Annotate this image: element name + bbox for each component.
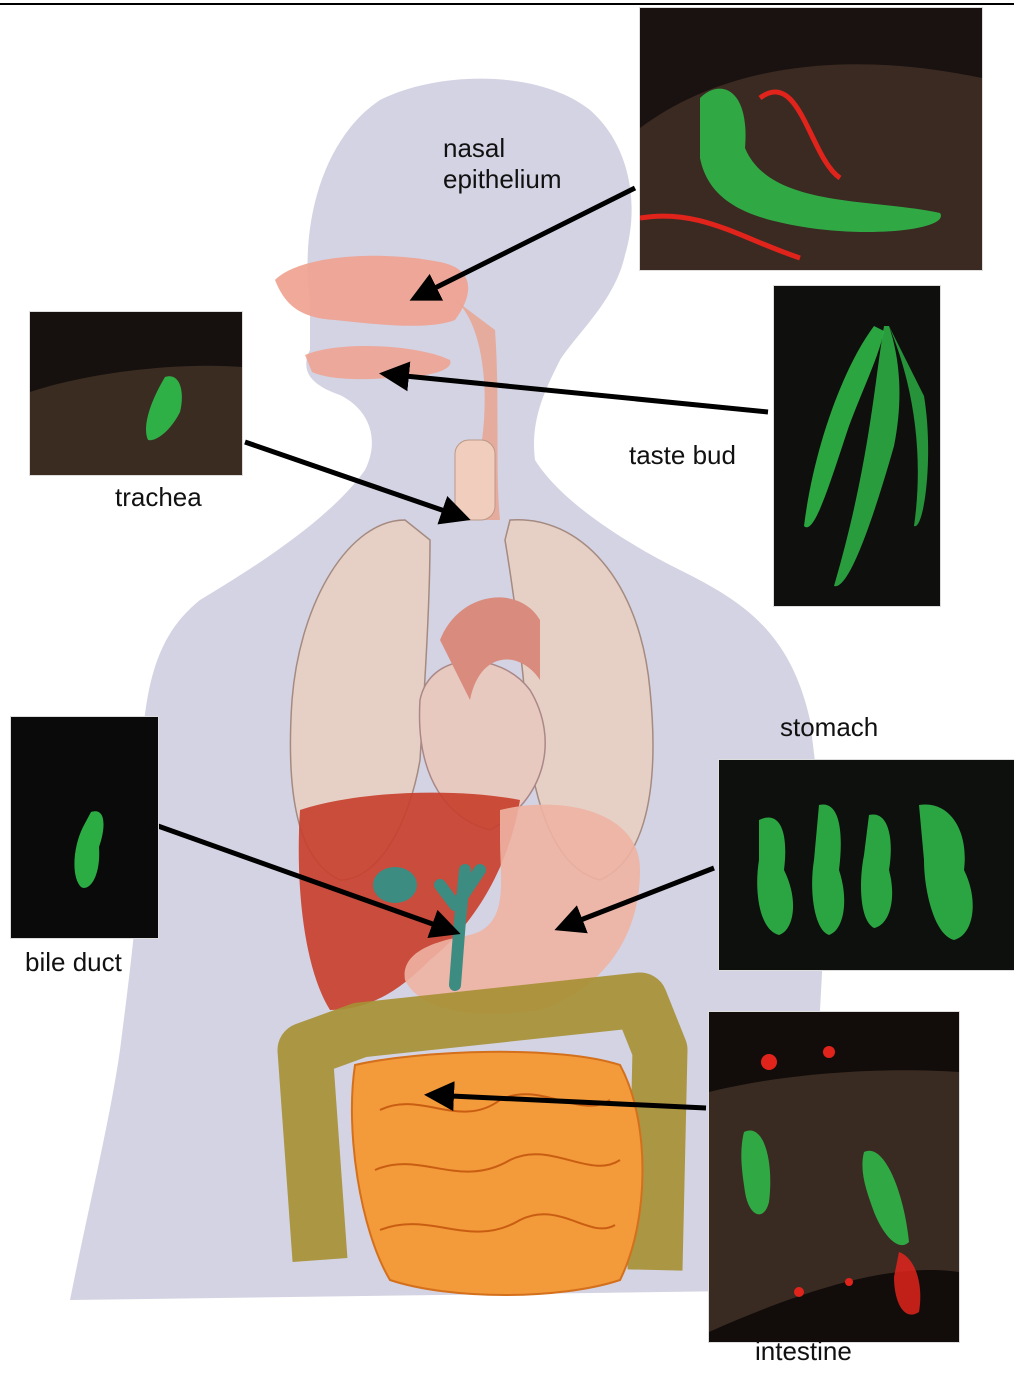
trachea-tube [455, 440, 495, 520]
panel-trachea [30, 312, 242, 475]
panel-bile [11, 717, 158, 938]
small-intestine [352, 1052, 643, 1295]
gallbladder [373, 867, 417, 903]
panel-stomach [719, 760, 1014, 970]
label-bile: bile duct [25, 947, 122, 977]
panel-taste [774, 286, 940, 606]
label-trachea: trachea [115, 482, 202, 512]
label-stomach: stomach [780, 712, 878, 742]
panel-nasal [640, 8, 982, 270]
panel-intestine [709, 1012, 959, 1342]
label-intestine: intestine [755, 1336, 852, 1366]
nasal-cavity [275, 256, 468, 326]
label-nasal: nasal epithelium [443, 133, 593, 195]
label-taste: taste bud [629, 440, 736, 470]
